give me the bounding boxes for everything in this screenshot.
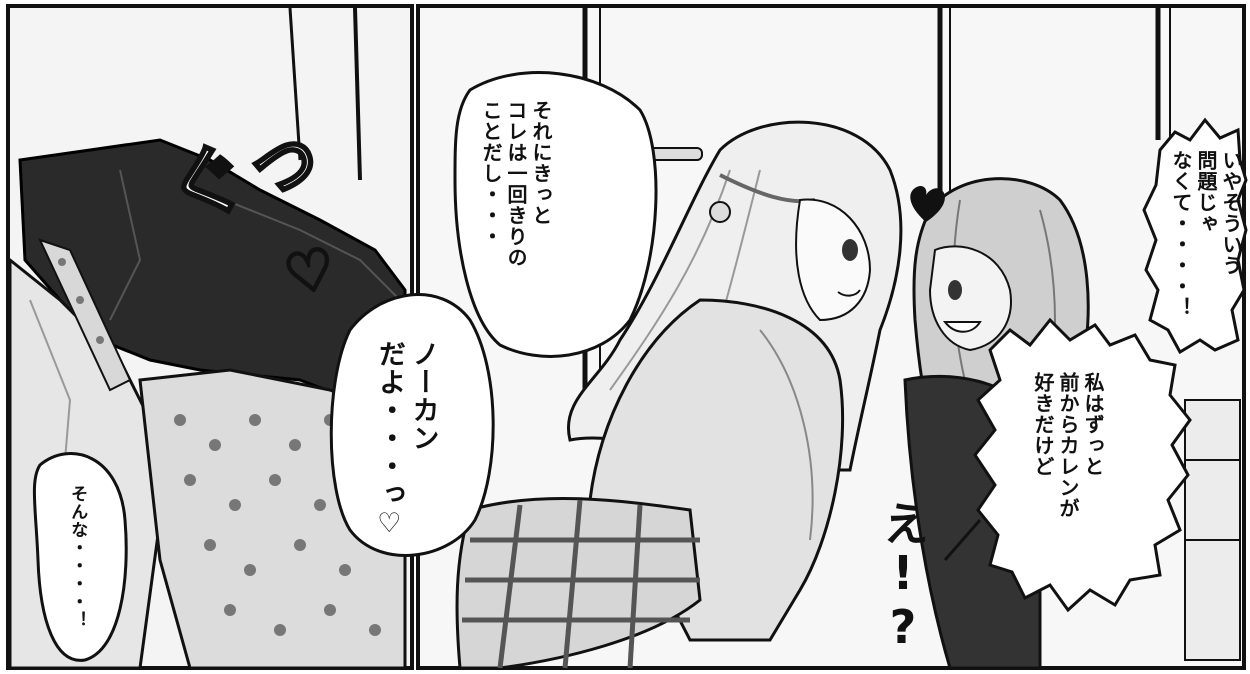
speech-text-2: ノーカン だよ・・・っ♡ (373, 340, 439, 540)
speech-text-4: 私はずっと 前からカレンが 好きだけど (1031, 372, 1105, 519)
speech-bubble-4 (973, 317, 1192, 613)
speech-bubble-3 (1142, 117, 1248, 355)
speech-text-3: いやそういう 問題じゃ なくて・・・・！ (1169, 150, 1243, 318)
left-speech-text: そんな・・・・！ (67, 485, 88, 629)
speech-bubble-1 (453, 71, 658, 358)
speech-bubble-2 (329, 293, 495, 557)
left-speech-bubble (32, 452, 128, 662)
speech-text-1: それにきっと コレは一回きりの ことだし・・・ (479, 100, 553, 268)
heart-icon (910, 185, 945, 222)
sfx-e: え!? (876, 500, 930, 654)
right-panel-art (329, 4, 1248, 670)
